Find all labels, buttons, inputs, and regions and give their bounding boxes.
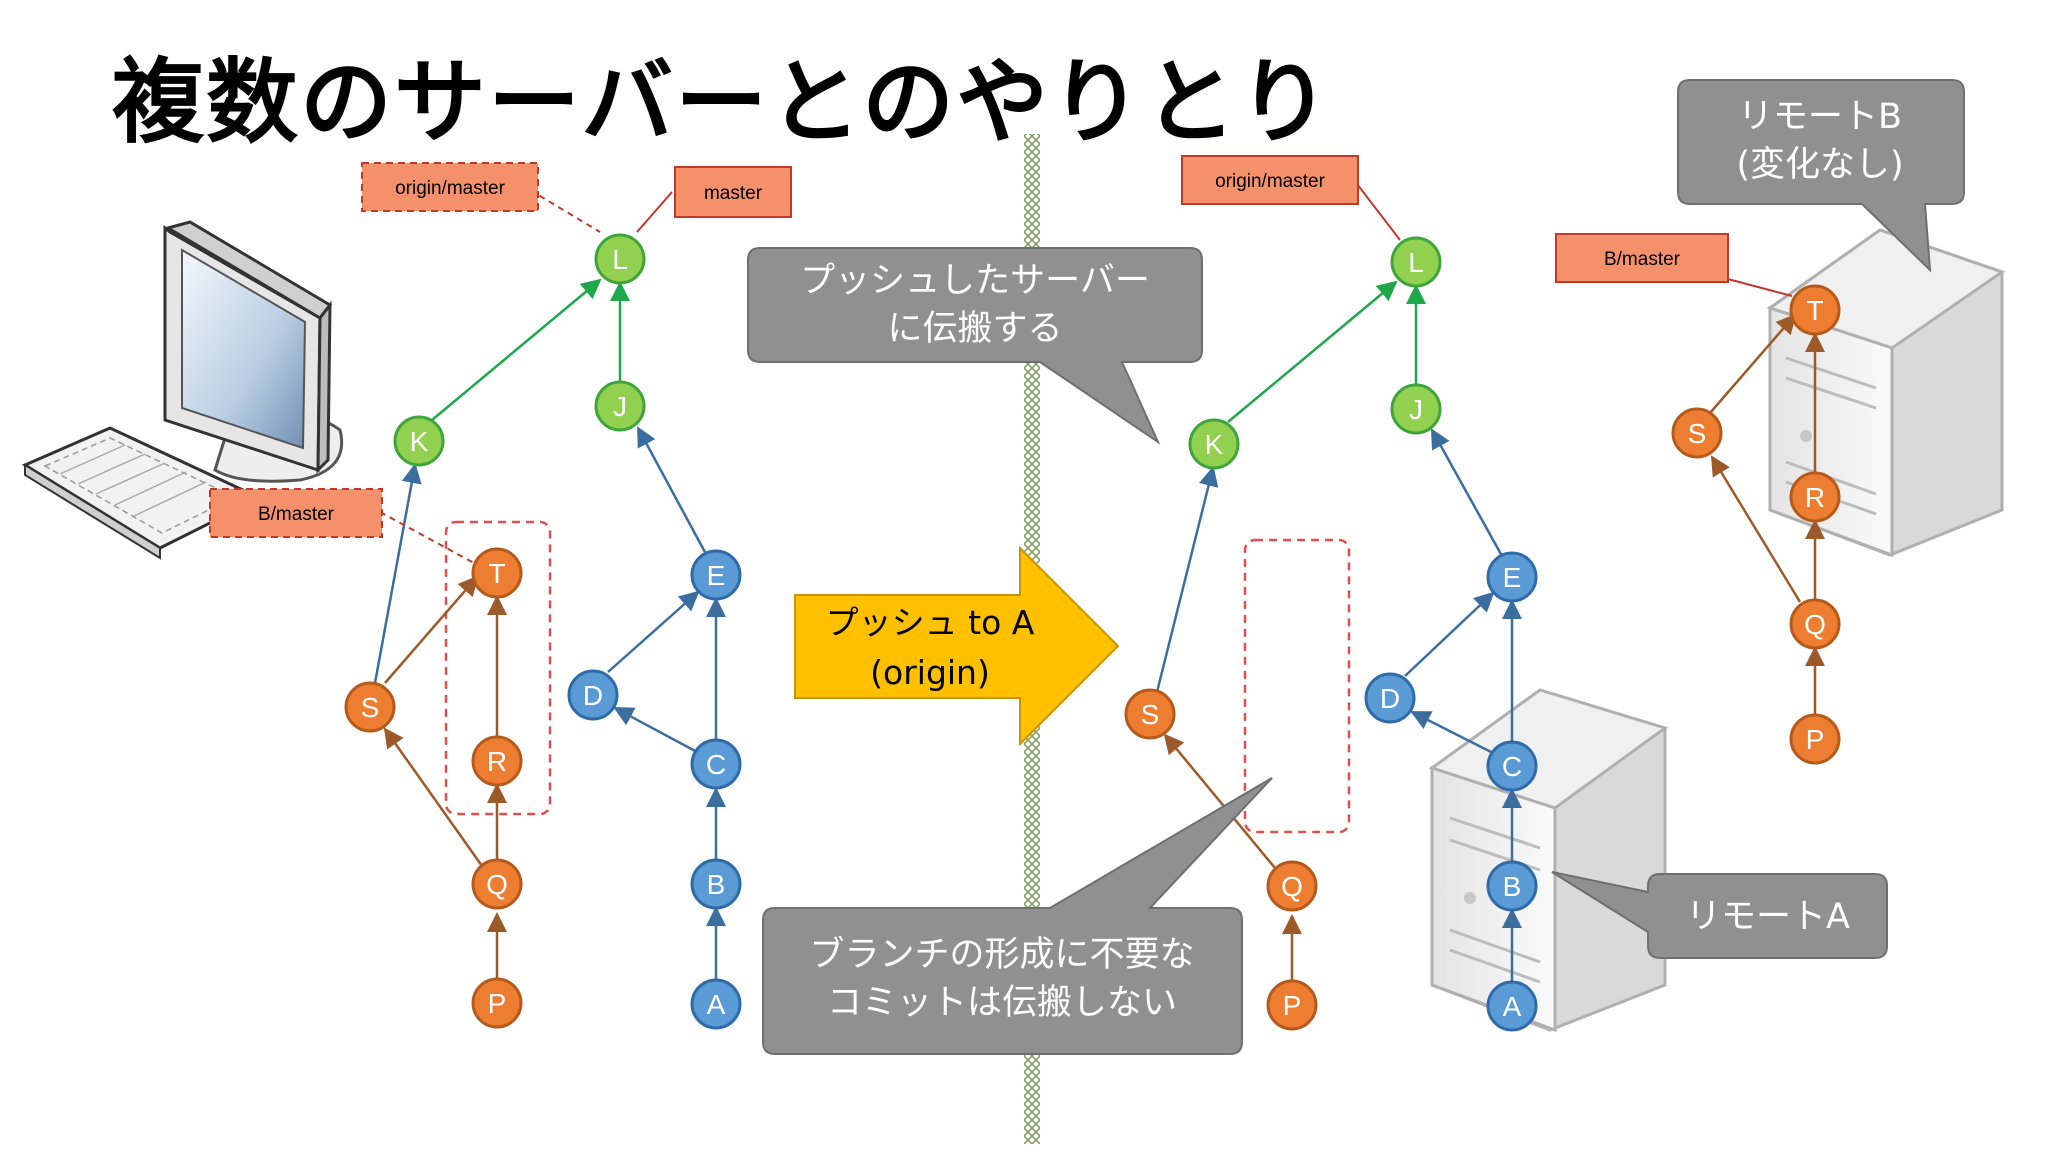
svg-text:Q: Q bbox=[486, 869, 508, 900]
callout-remote-b: リモートB (変化なし) bbox=[1677, 79, 1965, 273]
svg-text:プッシュ to A: プッシュ to A bbox=[826, 603, 1035, 642]
commit-node-J: J bbox=[594, 380, 646, 432]
callout-propagate: プッシュしたサーバー に伝搬する bbox=[747, 247, 1203, 445]
tag-b-master-left: B/master bbox=[209, 488, 383, 538]
svg-text:master: master bbox=[704, 183, 763, 204]
commit-node-S: S bbox=[1671, 407, 1723, 459]
svg-text:L: L bbox=[1408, 247, 1424, 278]
svg-text:J: J bbox=[613, 391, 627, 422]
commit-node-J: J bbox=[1390, 383, 1442, 435]
left-dashed-box bbox=[444, 520, 552, 816]
svg-text:プッシュしたサーバー: プッシュしたサーバー bbox=[800, 261, 1150, 301]
commit-node-T: T bbox=[1789, 284, 1841, 336]
callout-not-propagated: ブランチの形成に不要な コミットは伝搬しない bbox=[762, 777, 1273, 1055]
svg-text:D: D bbox=[583, 680, 603, 711]
svg-text:L: L bbox=[612, 244, 628, 275]
commit-node-B: B bbox=[690, 858, 742, 910]
svg-text:R: R bbox=[487, 746, 507, 777]
svg-text:C: C bbox=[706, 749, 726, 780]
svg-text:S: S bbox=[1141, 699, 1160, 730]
svg-text:R: R bbox=[1805, 482, 1825, 513]
commit-node-K: K bbox=[393, 415, 445, 467]
commit-node-T: T bbox=[471, 547, 523, 599]
svg-text:P: P bbox=[1283, 990, 1302, 1021]
commit-node-D: D bbox=[1364, 672, 1416, 724]
svg-text:に伝搬する: に伝搬する bbox=[887, 309, 1062, 349]
svg-text:Q: Q bbox=[1281, 871, 1303, 902]
svg-text:B: B bbox=[1503, 871, 1522, 902]
commit-node-Q: Q bbox=[1789, 598, 1841, 650]
commit-node-C: C bbox=[690, 738, 742, 790]
tag-b-master-remote: B/master bbox=[1555, 233, 1729, 283]
svg-text:A: A bbox=[1503, 991, 1522, 1022]
commit-node-A: A bbox=[1486, 980, 1538, 1032]
tag-origin-master-left: origin/master bbox=[361, 162, 539, 212]
commit-node-P: P bbox=[1789, 713, 1841, 765]
left-commit-graph: L J K E D C B A T S R Q P origin/master … bbox=[209, 162, 792, 1030]
svg-text:B/master: B/master bbox=[1604, 249, 1681, 270]
commit-node-A: A bbox=[690, 978, 742, 1030]
right-dashed-box bbox=[1243, 538, 1351, 834]
svg-text:B/master: B/master bbox=[258, 504, 335, 525]
commit-node-L: L bbox=[1390, 236, 1442, 288]
commit-node-R: R bbox=[471, 735, 523, 787]
tag-origin-master-right: origin/master bbox=[1181, 155, 1359, 205]
commit-node-K: K bbox=[1188, 418, 1240, 470]
svg-text:A: A bbox=[707, 989, 726, 1020]
svg-text:S: S bbox=[361, 692, 380, 723]
tag-master-left: master bbox=[674, 166, 792, 218]
commit-node-E: E bbox=[1486, 551, 1538, 603]
commit-node-D: D bbox=[567, 669, 619, 721]
svg-text:B: B bbox=[707, 869, 726, 900]
commit-node-S: S bbox=[344, 681, 396, 733]
svg-text:K: K bbox=[410, 426, 429, 457]
svg-text:E: E bbox=[707, 560, 726, 591]
remote-b-commit-graph: T S R Q P B/master bbox=[1555, 233, 1841, 765]
push-arrow: プッシュ to A (origin) bbox=[794, 545, 1120, 747]
commit-node-S: S bbox=[1124, 688, 1176, 740]
svg-text:P: P bbox=[1806, 724, 1825, 755]
commit-node-P: P bbox=[1266, 979, 1318, 1031]
svg-text:P: P bbox=[488, 988, 507, 1019]
commit-node-R: R bbox=[1789, 471, 1841, 523]
commit-node-E: E bbox=[690, 549, 742, 601]
svg-text:J: J bbox=[1409, 394, 1423, 425]
svg-text:origin/master: origin/master bbox=[395, 178, 505, 199]
svg-text:リモートA: リモートA bbox=[1686, 897, 1850, 937]
svg-text:ブランチの形成に不要な: ブランチの形成に不要な bbox=[809, 935, 1194, 975]
svg-text:T: T bbox=[488, 558, 505, 589]
commit-node-Q: Q bbox=[471, 858, 523, 910]
svg-text:Q: Q bbox=[1804, 609, 1826, 640]
svg-text:(origin): (origin) bbox=[870, 653, 990, 692]
svg-text:(変化なし): (変化なし) bbox=[1736, 145, 1903, 185]
svg-text:T: T bbox=[1806, 295, 1823, 326]
right-commit-graph: L J K E D C B A S Q P origin/master bbox=[1124, 155, 1538, 1032]
commit-node-L: L bbox=[594, 233, 646, 285]
svg-text:S: S bbox=[1688, 418, 1707, 449]
svg-text:E: E bbox=[1503, 562, 1522, 593]
callout-remote-a: リモートA bbox=[1551, 871, 1888, 959]
svg-text:origin/master: origin/master bbox=[1215, 171, 1325, 192]
svg-text:リモートB: リモートB bbox=[1738, 97, 1902, 137]
page-title: 複数のサーバーとのやりとり bbox=[112, 49, 1333, 156]
computer-icon bbox=[21, 220, 344, 560]
commit-node-B: B bbox=[1486, 860, 1538, 912]
svg-text:K: K bbox=[1205, 429, 1224, 460]
commit-node-C: C bbox=[1486, 740, 1538, 792]
svg-text:コミットは伝搬しない: コミットは伝搬しない bbox=[827, 983, 1177, 1023]
commit-node-Q: Q bbox=[1266, 860, 1318, 912]
commit-node-P: P bbox=[471, 977, 523, 1029]
svg-text:C: C bbox=[1502, 751, 1522, 782]
svg-text:D: D bbox=[1380, 683, 1400, 714]
